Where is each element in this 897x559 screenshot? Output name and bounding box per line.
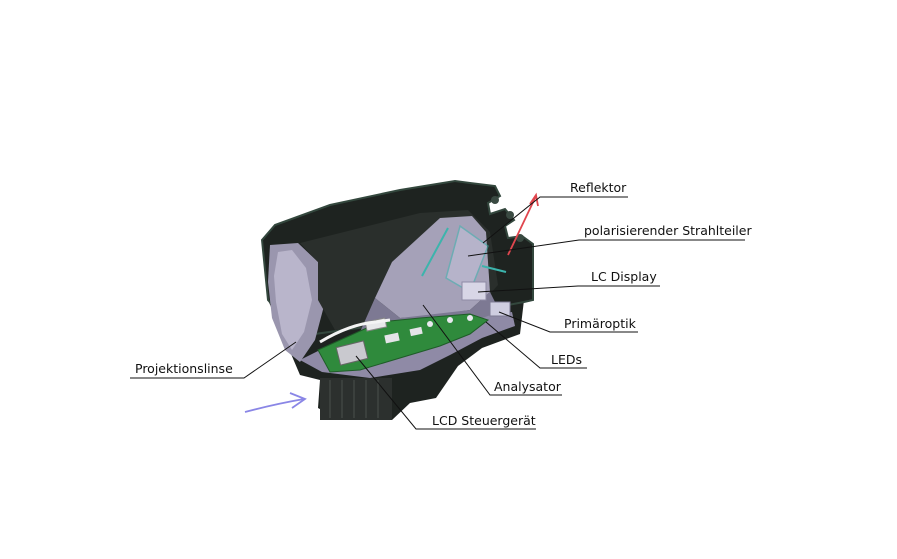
flex-cable	[319, 318, 391, 344]
label-analysator: Analysator	[494, 379, 562, 394]
label-lcd-steuergeraet: LCD Steuergerät	[432, 413, 536, 428]
lc-display-edge	[481, 265, 507, 273]
pcb-chip-main	[335, 340, 369, 366]
pcb-led-1	[427, 321, 433, 327]
leader-lc-display	[477, 285, 660, 293]
pcb-chip-small-2	[409, 326, 423, 337]
primary-optics-block	[489, 301, 511, 317]
label-projektionslinse: Projektionslinse	[135, 361, 233, 376]
projection-lens-glass	[274, 250, 312, 350]
incoming-light-arrow	[244, 392, 307, 413]
mount-screw-2	[506, 211, 514, 219]
heatsink	[320, 378, 392, 420]
outgoing-light-arrow	[507, 192, 539, 256]
label-reflektor: Reflektor	[570, 180, 627, 195]
leader-lcd-steuergeraet	[355, 355, 536, 430]
hud-device-illustration	[260, 179, 534, 420]
label-leds: LEDs	[551, 352, 582, 367]
leader-strahlteiler	[467, 239, 745, 257]
pcb-chip-small-1	[384, 332, 400, 344]
leader-analysator	[422, 304, 562, 396]
leader-leds	[485, 321, 587, 369]
label-lc-display: LC Display	[591, 269, 657, 284]
beam-splitter-edge	[421, 227, 449, 277]
leader-reflektor	[482, 196, 628, 244]
label-primaeroptik: Primäroptik	[564, 316, 637, 331]
pcb-led-3	[467, 315, 473, 321]
mount-screw-1	[491, 196, 499, 204]
leader-lines	[130, 196, 745, 430]
component-labels: Reflektor polarisierender Strahlteiler L…	[135, 180, 752, 428]
pcb-led-2	[447, 317, 453, 323]
label-strahlteiler: polarisierender Strahlteiler	[584, 223, 752, 238]
leader-primaeroptik	[498, 311, 638, 333]
lc-display-block	[461, 281, 487, 301]
leader-projektionslinse	[130, 341, 297, 379]
